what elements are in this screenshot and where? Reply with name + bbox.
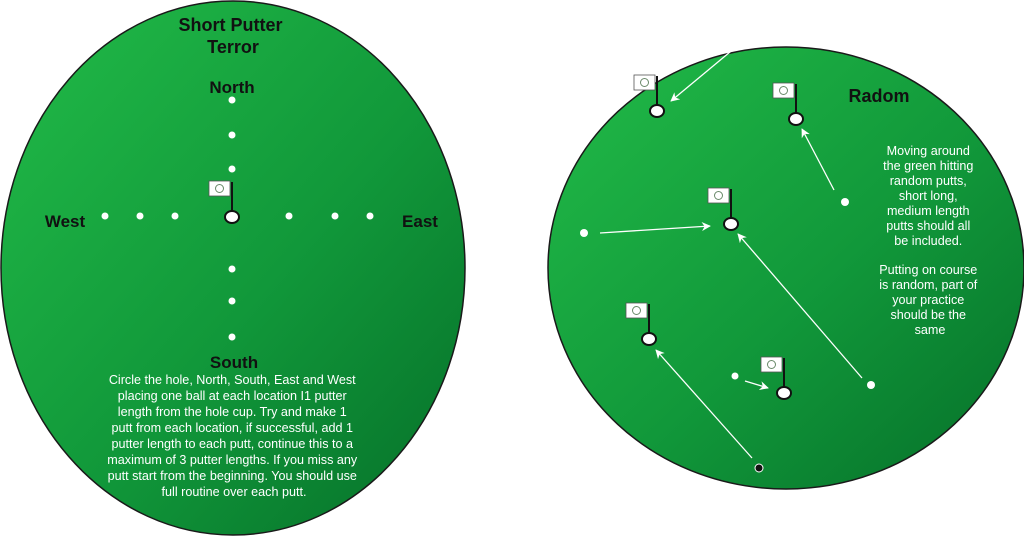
- ball-north: [228, 131, 236, 139]
- ball-west: [101, 212, 109, 220]
- note-line: your practice: [892, 293, 964, 307]
- note-line: should be the: [890, 308, 966, 322]
- instruction-line: placing one ball at each location I1 put…: [118, 389, 347, 403]
- instruction-line: length from the hole cup. Try and make 1: [118, 405, 347, 419]
- drill-instructions: Circle the hole, North, South, East and …: [107, 373, 360, 499]
- note-line: Putting on course: [879, 263, 977, 277]
- ball-south: [228, 333, 236, 341]
- instruction-line: putter length to each putt, continue thi…: [111, 437, 353, 451]
- ball-west: [171, 212, 179, 220]
- instruction-line: putt from each location, if successful, …: [111, 421, 353, 435]
- note-line: the green hitting: [883, 159, 973, 173]
- ball-south: [228, 265, 236, 273]
- right-green: Radom Moving around the green hitting ra…: [547, 37, 1024, 490]
- ball-south: [228, 297, 236, 305]
- note-line: same: [915, 323, 946, 337]
- putt-arrow: [801, 128, 835, 191]
- drill-title: Short Putter Terror: [178, 15, 287, 57]
- drill-note: Moving around the green hitting random p…: [879, 144, 981, 337]
- putt-arrow: [737, 233, 863, 379]
- instruction-line: Circle the hole, North, South, East and …: [109, 373, 356, 387]
- ball: [737, 37, 745, 45]
- putt-arrow: [599, 221, 711, 234]
- ball: [580, 229, 588, 237]
- south-label: South: [210, 353, 258, 372]
- note-line: putts should all: [886, 219, 970, 233]
- east-label: East: [402, 212, 438, 231]
- north-label: North: [209, 78, 254, 97]
- putt-arrow: [670, 46, 737, 102]
- note-line: Moving around: [887, 144, 970, 158]
- ball-east: [285, 212, 293, 220]
- note-line: medium length: [887, 204, 970, 218]
- ball: [754, 463, 764, 473]
- putt-arrow: [655, 349, 753, 459]
- drill-title-random: Radom: [848, 86, 909, 106]
- note-line: short long,: [899, 189, 958, 203]
- left-green: Short Putter Terror North South West Eas…: [0, 0, 466, 536]
- ball: [841, 198, 849, 206]
- instruction-line: full routine over each putt.: [162, 485, 307, 499]
- west-label: West: [45, 212, 86, 231]
- ball: [731, 372, 739, 380]
- ball-west: [136, 212, 144, 220]
- right-green-surface: [547, 46, 1024, 490]
- instruction-line: maximum of 3 putter lengths. If you miss…: [107, 453, 358, 467]
- note-line: be included.: [894, 234, 962, 248]
- drill-title-line: Short Putter: [178, 15, 282, 35]
- ball-east: [366, 212, 374, 220]
- instruction-line: putt start from the beginning. You shoul…: [108, 469, 357, 483]
- note-line: random putts,: [890, 174, 967, 188]
- note-line: is random, part of: [879, 278, 977, 292]
- putt-arrow: [744, 380, 769, 390]
- ball-east: [331, 212, 339, 220]
- ball-north: [228, 96, 236, 104]
- ball-north: [228, 165, 236, 173]
- ball: [867, 381, 875, 389]
- drill-title-line: Terror: [207, 37, 259, 57]
